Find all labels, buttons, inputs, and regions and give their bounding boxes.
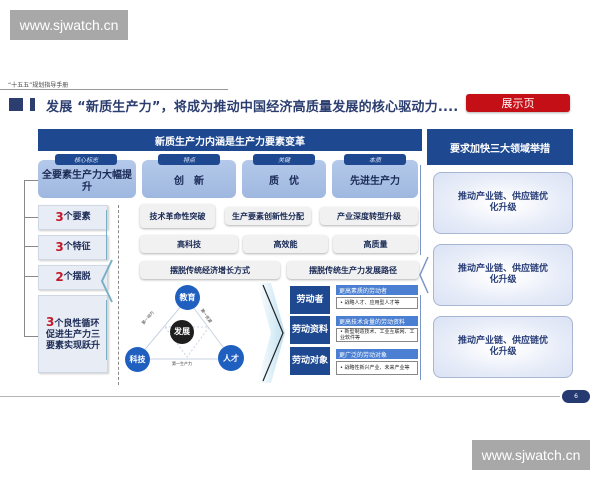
labor-detail-worker: • 战略人才、应用型人才等 bbox=[336, 297, 418, 309]
item-text: 个摆脱 bbox=[63, 272, 91, 282]
item-text: 个特征 bbox=[63, 242, 91, 252]
bracket-tick bbox=[24, 180, 38, 181]
right-divider-line bbox=[420, 165, 421, 255]
item-number: 3 bbox=[55, 210, 64, 224]
feature-card-core: 全要素生产力大幅提升 bbox=[38, 160, 136, 198]
watermark-top: www.sjwatch.cn bbox=[10, 10, 128, 40]
node-development: 发展 bbox=[170, 320, 194, 344]
breakaway-pill: 摆脱传统经济增长方式 bbox=[140, 261, 280, 279]
dashed-divider bbox=[118, 205, 119, 385]
item-text: 个要素 bbox=[63, 212, 91, 222]
bracket-tick bbox=[24, 276, 38, 277]
feature-label: 全要素生产力大幅提升 bbox=[42, 170, 132, 193]
labor-head-means: 更高技术含量的劳动资料 bbox=[336, 316, 418, 326]
feature-card-trait: 创 新 bbox=[142, 160, 236, 198]
page-number-badge: 6 bbox=[562, 390, 590, 403]
chevron-left-icon bbox=[419, 256, 429, 294]
feature-card-key: 质 优 bbox=[242, 160, 326, 198]
measure-card-1: 推动产业链、供应链优化升级 bbox=[433, 172, 573, 234]
connector-line bbox=[106, 300, 107, 360]
cycle-diagram: 教育 科技 人才 发展 第一动力 第一资源 第一生产力 bbox=[120, 285, 250, 380]
breakaway-pill: 摆脱传统生产力发展路径 bbox=[287, 261, 419, 279]
item-number: 2 bbox=[55, 270, 64, 284]
item-text: 个良性循环促进生产力三要素实现跃升 bbox=[46, 318, 101, 351]
chevron-right-icon bbox=[257, 283, 285, 383]
bracket-tick bbox=[24, 246, 38, 247]
chevron-left-icon bbox=[100, 259, 113, 303]
labor-head-object: 更广泛的劳动对象 bbox=[336, 349, 418, 359]
labor-label-object: 劳动对象 bbox=[290, 347, 330, 375]
element-pill: 生产要素创新性分配 bbox=[225, 207, 311, 225]
labor-head-worker: 更高素质的劳动者 bbox=[336, 285, 418, 295]
labor-label-worker: 劳动者 bbox=[290, 286, 330, 314]
node-education: 教育 bbox=[175, 285, 200, 310]
connector-line bbox=[106, 210, 107, 260]
title-marker-bar-icon bbox=[30, 98, 35, 111]
watermark-bottom: www.sjwatch.cn bbox=[472, 440, 590, 470]
edge-label-bottom: 第一生产力 bbox=[172, 361, 192, 366]
header-divider bbox=[0, 89, 228, 90]
feature-label: 创 新 bbox=[174, 176, 204, 187]
item-number: 3 bbox=[55, 240, 64, 254]
left-item-cycles: 3个良性循环促进生产力三要素实现跃升 bbox=[38, 295, 108, 373]
feature-card-essence: 先进生产力 bbox=[332, 160, 418, 198]
trait-pill: 高质量 bbox=[333, 235, 418, 253]
right-divider-line bbox=[420, 295, 421, 380]
bracket-tick bbox=[24, 336, 38, 337]
element-pill: 产业深度转型升级 bbox=[320, 207, 418, 225]
labor-label-means: 劳动资料 bbox=[290, 316, 330, 344]
handbook-label: “十五五”规划指导手册 bbox=[8, 82, 69, 89]
title-marker-icon bbox=[9, 98, 23, 111]
page-title: 发展 “新质生产力”，将成为推动中国经济高质量发展的核心驱动力.... bbox=[46, 100, 459, 115]
main-section-header: 新质生产力内涵是生产力要素变革 bbox=[38, 129, 422, 151]
labor-detail-means: • 新型制造技术、工业互联网、工业软件等 bbox=[336, 328, 418, 342]
trait-pill: 高效能 bbox=[243, 235, 328, 253]
feature-tag-key: 关键 bbox=[253, 154, 315, 165]
measure-card-2: 推动产业链、供应链优化升级 bbox=[433, 244, 573, 306]
bracket-tick bbox=[24, 217, 38, 218]
feature-tag-essence: 本质 bbox=[344, 154, 406, 165]
node-talent: 人才 bbox=[218, 345, 244, 371]
trait-pill: 高科技 bbox=[140, 235, 238, 253]
right-section-header: 要求加快三大领域举措 bbox=[427, 129, 573, 165]
feature-label: 质 优 bbox=[269, 176, 299, 187]
feature-tag-core: 核心标志 bbox=[55, 154, 117, 165]
footer-divider bbox=[0, 396, 560, 397]
feature-tag-trait: 特点 bbox=[158, 154, 220, 165]
labor-detail-object: • 战略性新兴产业、未来产业等 bbox=[336, 361, 418, 375]
feature-label: 先进生产力 bbox=[350, 176, 400, 187]
element-pill: 技术革命性突破 bbox=[140, 204, 215, 228]
measure-card-3: 推动产业链、供应链优化升级 bbox=[433, 316, 573, 378]
item-number: 3 bbox=[46, 314, 55, 329]
left-bracket-line bbox=[24, 180, 25, 336]
show-page-button[interactable]: 展示页 bbox=[466, 94, 570, 112]
node-technology: 科技 bbox=[125, 347, 150, 372]
